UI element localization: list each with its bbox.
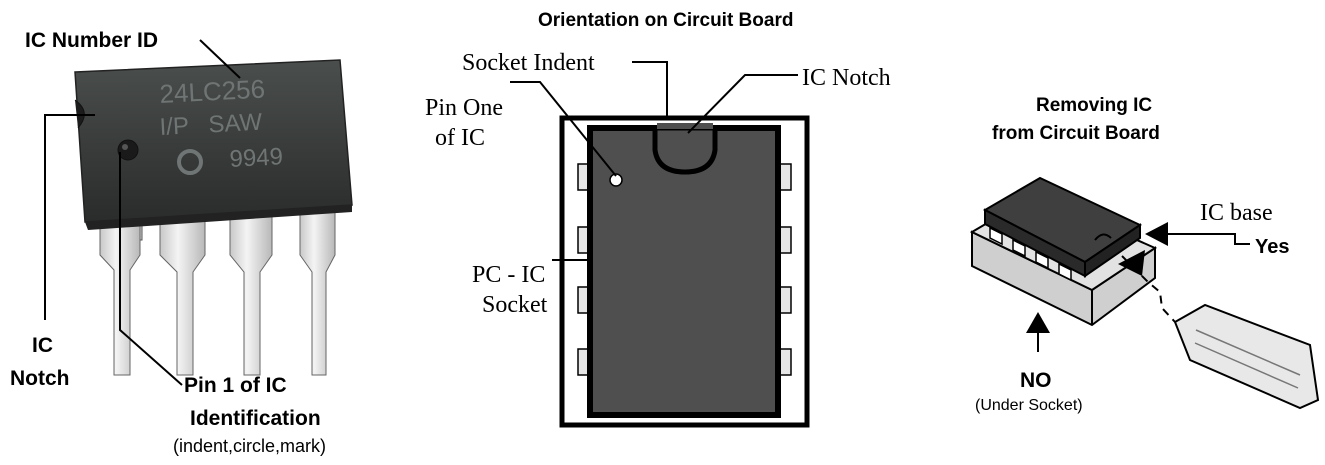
pin-one-label-line1: Pin One [425, 95, 503, 121]
socket-indent-label: Socket Indent [462, 50, 595, 76]
right-title-line1: Removing IC [1036, 95, 1152, 116]
pc-ic-socket [559, 115, 810, 428]
chip-marking-line2: I/P SAW [159, 109, 263, 141]
ic-chip-illustration: 24LC256 I/P SAW 9949 [74, 59, 353, 376]
right-arrows [1026, 222, 1250, 352]
chip-marking-line1: 24LC256 [159, 74, 266, 109]
ic-number-id-label: IC Number ID [25, 29, 158, 52]
ic-notch-label-line1: IC [32, 334, 53, 357]
ic-notch-center-label: IC Notch [802, 65, 891, 91]
right-title-line2: from Circuit Board [992, 123, 1160, 144]
center-callout-lines [510, 61, 798, 261]
yes-label: Yes [1255, 236, 1289, 258]
pin1-label-line2: Identification [190, 407, 321, 430]
ic-notch-shape [652, 125, 718, 175]
ic-body-top-view [587, 125, 781, 418]
ic-base-label: IC base [1200, 200, 1273, 226]
no-label: NO [1020, 369, 1052, 392]
under-socket-label: (Under Socket) [975, 397, 1083, 414]
screwdriver-icon [1173, 303, 1320, 410]
ic-in-socket-illustration [969, 176, 1320, 410]
socket-contacts [989, 226, 1072, 282]
chip-pins [99, 211, 336, 376]
chip-marking-line3: 9949 [229, 143, 284, 173]
center-title: Orientation on Circuit Board [538, 10, 793, 31]
pc-socket-label-line2: Socket [482, 292, 548, 318]
ic-base-arrow-icon [1145, 222, 1168, 246]
pc-socket-label-line1: PC - IC [472, 262, 545, 288]
microchip-logo [177, 149, 203, 175]
ic-notch-label-line2: Notch [10, 367, 70, 390]
yes-arrow-icon [1118, 250, 1145, 276]
pin-one-dot [609, 173, 623, 187]
pin-one-label-line2: of IC [435, 125, 485, 151]
pin1-label-line3: (indent,circle,mark) [173, 436, 326, 456]
left-callout-lines [44, 39, 241, 386]
no-arrow-icon [1026, 312, 1050, 333]
pin1-label-line1: Pin 1 of IC [184, 374, 287, 397]
